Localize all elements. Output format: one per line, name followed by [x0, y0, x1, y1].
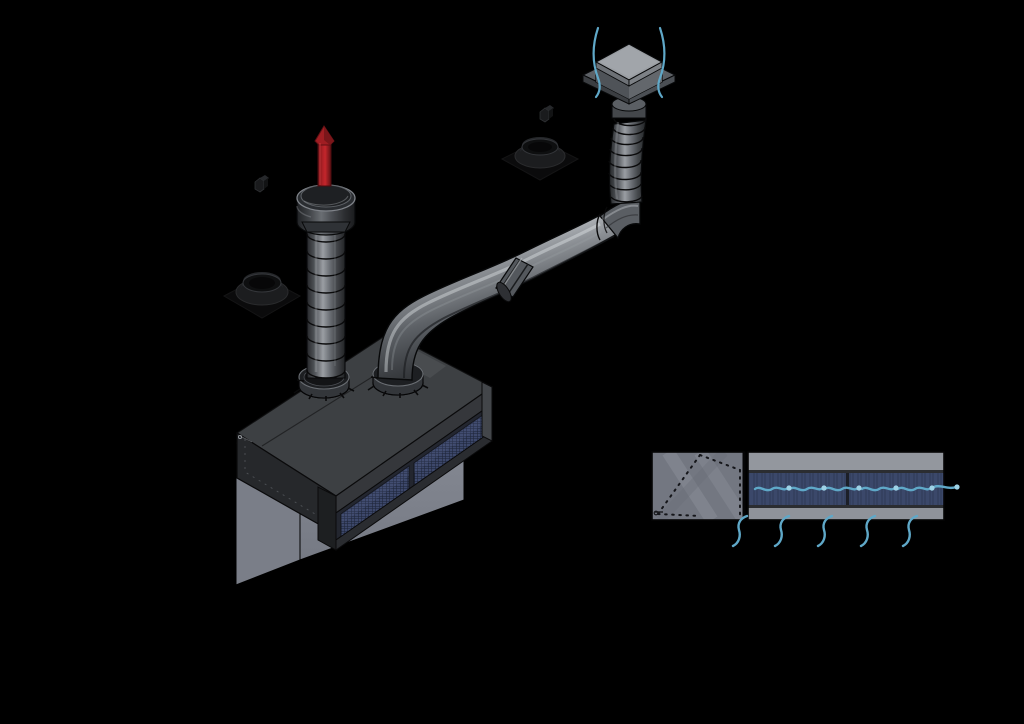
airflow-intake-arrows: [731, 514, 919, 548]
filter-section-detail-view: [651, 451, 960, 548]
hidden-line: [244, 439, 331, 524]
duct-coupling-band: [495, 257, 534, 303]
range-hood-plenum: [235, 332, 494, 551]
insulated-duct-run: [377, 213, 622, 381]
airflow-stream: [657, 26, 666, 99]
fastener-marker-left: [254, 175, 269, 193]
flexible-duct-riser: [306, 227, 346, 379]
flex-duct-ribs: [306, 233, 346, 379]
airflow-arrowhead: [786, 484, 960, 491]
flex-duct-ribs: [608, 117, 647, 203]
flexible-duct-drop: [608, 96, 647, 205]
damper-indicator-post: [314, 125, 335, 187]
collar-mounting-tabs: [293, 379, 355, 401]
roof-flashing-boot-right: [500, 137, 580, 181]
fastener-marker-right: [539, 105, 554, 123]
airflow-diffuser-streams: [592, 26, 666, 99]
ceiling-diffuser: [581, 43, 677, 105]
exhaust-drum-hood: [296, 184, 356, 236]
airflow-through-filter: [753, 484, 958, 492]
roof-flashing-boot-left: [222, 272, 302, 319]
collar-mounting-tabs: [367, 376, 429, 398]
duct-elbow: [596, 198, 641, 241]
airflow-stream: [592, 26, 601, 99]
hidden-line: [657, 454, 741, 517]
